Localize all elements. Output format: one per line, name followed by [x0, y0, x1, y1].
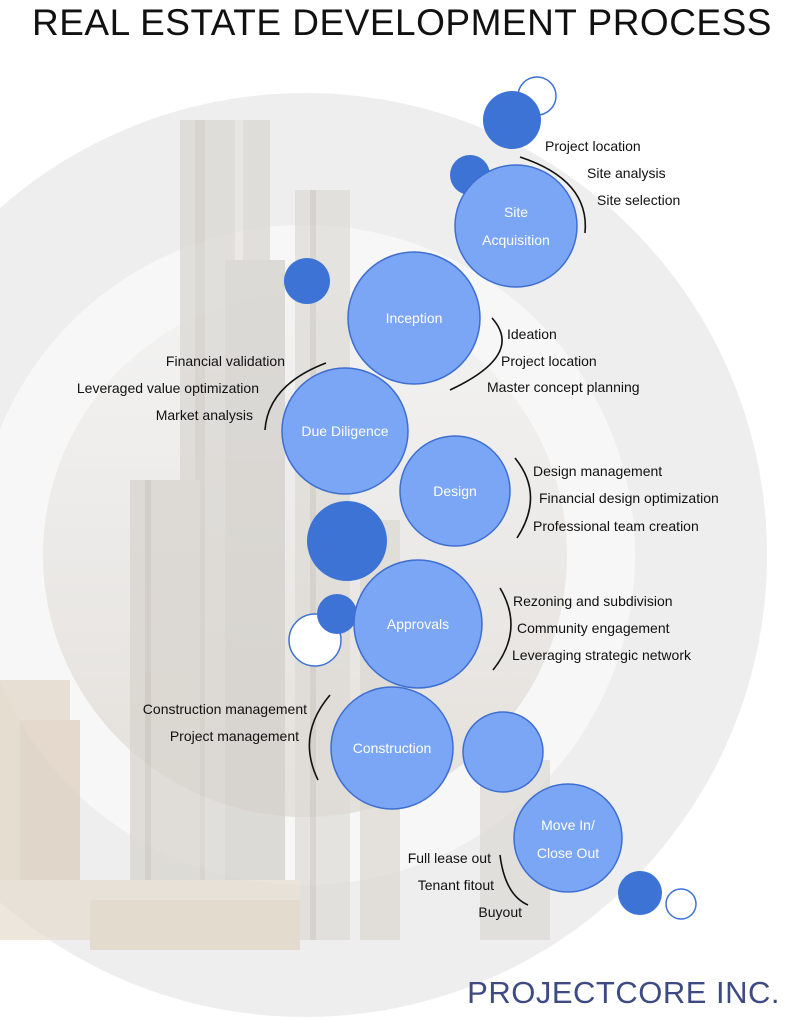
item-label: Ideation	[507, 326, 557, 342]
stage-move-in-close-out: Move In/ Close Out	[513, 783, 623, 893]
item-label: Full lease out	[408, 850, 491, 866]
stage-approvals: Approvals	[353, 559, 483, 689]
decorative-dot	[284, 258, 330, 304]
stage-label-line: Close Out	[537, 845, 599, 861]
connector-arcs	[264, 156, 587, 906]
item-label: Market analysis	[156, 407, 253, 423]
stage-label-line: Design	[433, 483, 477, 499]
decorative-outline-circle	[665, 888, 697, 920]
stage-label-line: Acquisition	[482, 232, 550, 248]
stage-construction: Construction	[330, 686, 454, 810]
arc-approvals	[492, 587, 512, 671]
items-inception: Ideation Project location Master concept…	[487, 326, 640, 395]
stage-label-line: Construction	[353, 740, 432, 756]
item-label: Master concept planning	[487, 379, 640, 395]
stage-inception: Inception	[347, 251, 481, 385]
item-label: Project location	[545, 138, 641, 154]
item-label: Financial validation	[166, 353, 285, 369]
page-title: REAL ESTATE DEVELOPMENT PROCESS	[32, 2, 772, 43]
item-label: Site analysis	[587, 165, 666, 181]
decorative-dot	[483, 91, 541, 149]
stage-label-line: Due Diligence	[301, 423, 388, 439]
items-approvals: Rezoning and subdivision Community engag…	[512, 593, 692, 663]
items-design: Design management Financial design optim…	[533, 463, 719, 534]
stage-label-line: Move In/	[541, 817, 595, 833]
item-label: Project management	[170, 728, 299, 744]
decorative-circles	[284, 76, 697, 920]
items-move-in-close-out: Full lease out Tenant fitout Buyout	[408, 850, 522, 920]
item-label: Leveraged value optimization	[77, 380, 259, 396]
decorative-dot	[618, 871, 662, 915]
arc-inception	[449, 317, 503, 391]
arc-move-in	[499, 854, 529, 906]
item-label: Rezoning and subdivision	[513, 593, 673, 609]
arc-design	[514, 457, 532, 539]
items-site-acquisition: Project location Site analysis Site sele…	[545, 138, 680, 208]
item-label: Tenant fitout	[418, 877, 494, 893]
items-due-diligence: Financial validation Leveraged value opt…	[77, 353, 285, 423]
items-construction: Construction management Project manageme…	[143, 701, 307, 744]
item-label: Design management	[533, 463, 662, 479]
arc-site-acquisition	[519, 156, 587, 234]
arc-due-diligence	[264, 362, 327, 431]
item-label: Professional team creation	[533, 518, 699, 534]
decorative-dot	[462, 711, 544, 793]
stage-design: Design	[399, 435, 511, 547]
item-label: Buyout	[478, 904, 522, 920]
item-label: Financial design optimization	[539, 490, 719, 506]
stage-site-acquisition: Site Acquisition	[454, 164, 578, 288]
item-label: Site selection	[597, 192, 680, 208]
stage-label-line: Site	[504, 204, 528, 220]
stage-label-line: Inception	[386, 310, 443, 326]
item-label: Construction management	[143, 701, 307, 717]
stage-due-diligence: Due Diligence	[281, 367, 409, 495]
arc-construction	[308, 694, 331, 781]
item-label: Community engagement	[517, 620, 670, 636]
decorative-dot	[317, 594, 357, 634]
item-label: Project location	[501, 353, 597, 369]
item-label: Leveraging strategic network	[512, 647, 692, 663]
stage-label-line: Approvals	[387, 616, 449, 632]
decorative-dot	[307, 501, 387, 581]
company-name: PROJECTCORE INC.	[467, 975, 780, 1010]
